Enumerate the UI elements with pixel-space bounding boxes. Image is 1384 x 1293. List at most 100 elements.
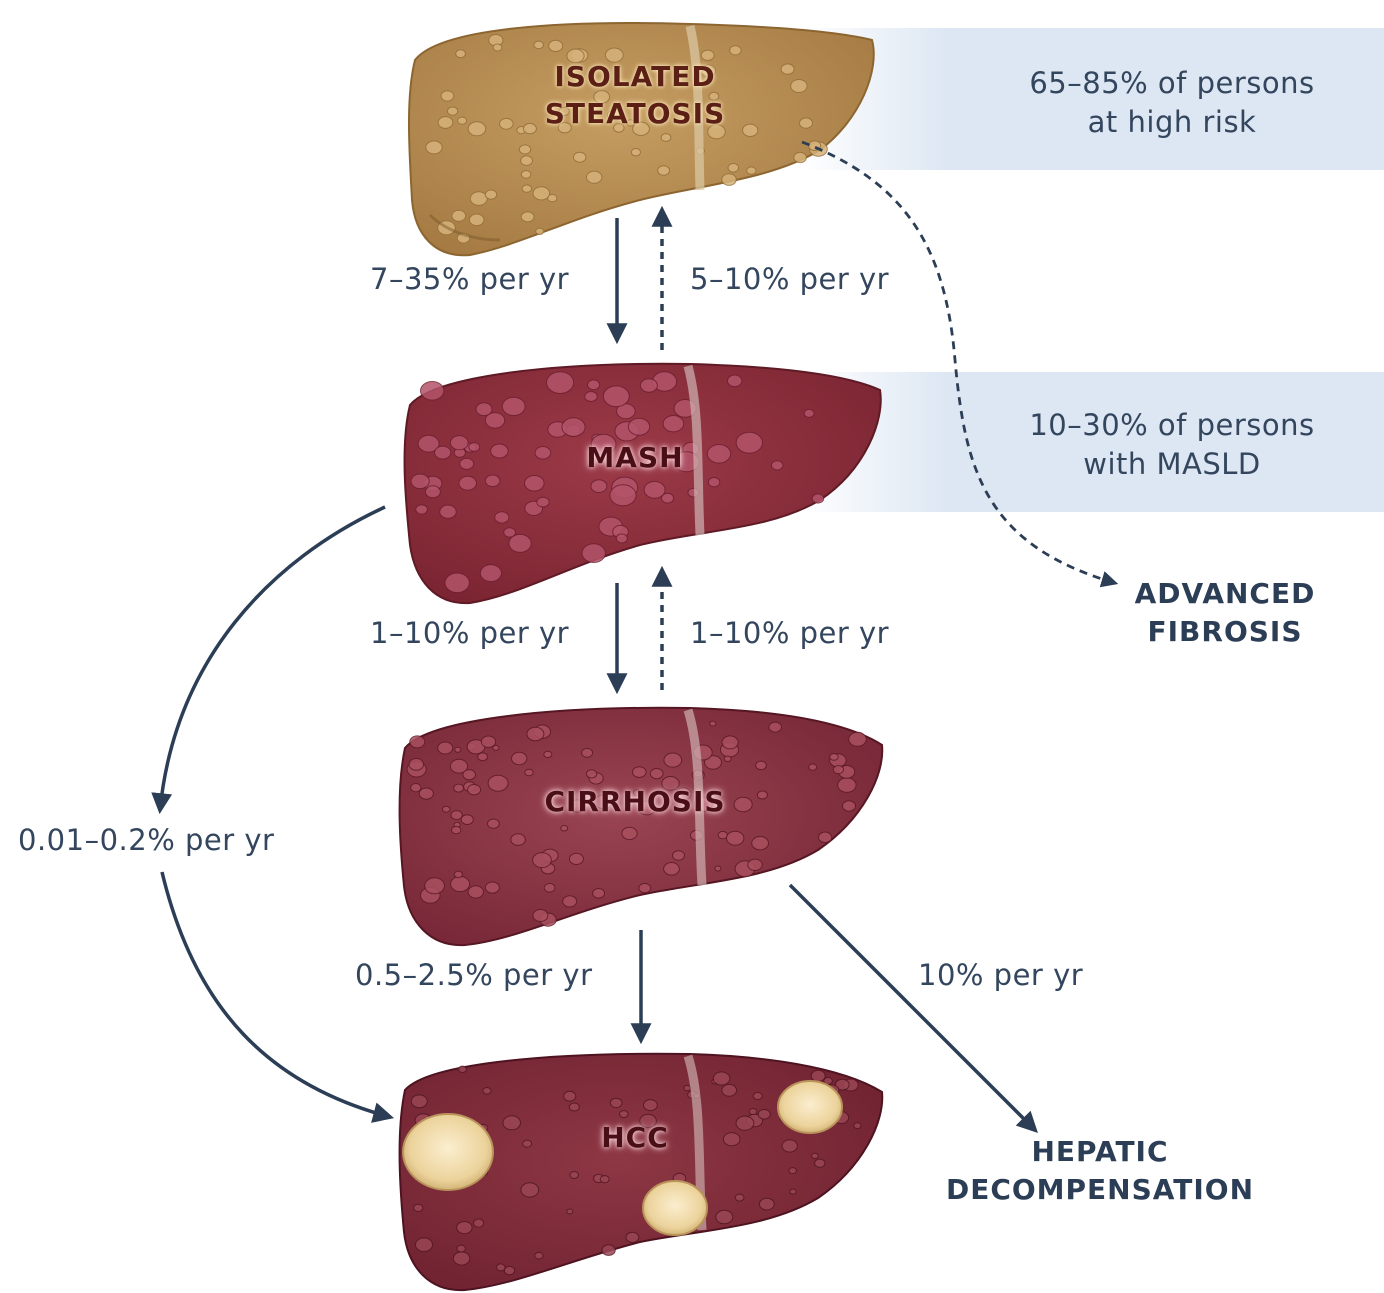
liver-texture-spot bbox=[809, 764, 817, 770]
stage-line: ISOLATED bbox=[490, 58, 780, 95]
liver-texture-spot bbox=[488, 775, 508, 791]
liver-texture-spot bbox=[616, 534, 627, 543]
liver-texture-spot bbox=[481, 736, 495, 747]
liver-texture-spot bbox=[425, 486, 440, 498]
liver-texture-spot bbox=[728, 164, 739, 173]
rate-cirrhosis-to-mash: 1–10% per yr bbox=[690, 616, 889, 650]
liver-texture-spot bbox=[533, 910, 548, 922]
liver-texture-spot bbox=[504, 1266, 514, 1274]
liver-texture-spot bbox=[658, 166, 670, 176]
liver-texture-spot bbox=[723, 1133, 740, 1146]
liver-texture-spot bbox=[708, 478, 720, 487]
liver-texture-spot bbox=[535, 1252, 543, 1259]
liver-texture-spot bbox=[782, 1140, 797, 1152]
liver-texture-spot bbox=[730, 46, 742, 55]
liver-texture-spot bbox=[483, 1088, 491, 1095]
liver-texture-spot bbox=[454, 784, 464, 792]
liver-texture-spot bbox=[411, 1095, 427, 1108]
stage-label-mash: MASH bbox=[540, 439, 730, 476]
liver-texture-spot bbox=[474, 1219, 484, 1227]
liver-texture-spot bbox=[673, 851, 685, 861]
liver-texture-spot bbox=[838, 778, 856, 793]
liver-texture-spot bbox=[811, 1070, 825, 1081]
liver-texture-spot bbox=[593, 889, 605, 899]
liver-texture-spot bbox=[457, 1245, 466, 1252]
liver-texture-spot bbox=[512, 752, 527, 764]
liver-texture-spot bbox=[819, 832, 832, 843]
liver-texture-spot bbox=[794, 152, 807, 162]
liver-texture-spot bbox=[664, 863, 680, 876]
liver-texture-spot bbox=[789, 1168, 797, 1174]
liver-texture-spot bbox=[493, 44, 502, 51]
liver-texture-spot bbox=[409, 759, 424, 771]
liver-texture-spot bbox=[561, 825, 568, 831]
liver-texture-spot bbox=[416, 1238, 433, 1252]
liver-texture-spot bbox=[451, 876, 470, 891]
liver-texture-spot bbox=[468, 785, 481, 795]
liver-texture-spot bbox=[456, 50, 466, 58]
liver-texture-spot bbox=[410, 736, 425, 748]
stage-line: STEATOSIS bbox=[490, 95, 780, 132]
liver-texture-spot bbox=[724, 756, 731, 762]
cirrhosis-liver bbox=[400, 708, 883, 945]
liver-texture-spot bbox=[533, 187, 550, 200]
rate-steatosis-to-mash: 7–35% per yr bbox=[370, 262, 569, 296]
liver-texture-spot bbox=[633, 767, 647, 778]
panel-line: with MASLD bbox=[960, 445, 1384, 484]
liver-texture-spot bbox=[758, 1110, 770, 1120]
liver-texture-spot bbox=[416, 505, 428, 514]
liver-texture-spot bbox=[485, 190, 497, 199]
liver-texture-spot bbox=[480, 565, 501, 582]
liver-texture-spot bbox=[756, 761, 767, 770]
liver-texture-spot bbox=[710, 721, 716, 726]
liver-texture-spot bbox=[441, 91, 454, 101]
liver-texture-spot bbox=[661, 134, 671, 142]
risk-panel-text: 65–85% of persons at high risk bbox=[960, 64, 1384, 142]
liver-texture-spot bbox=[438, 117, 453, 129]
liver-texture-spot bbox=[569, 853, 583, 864]
liver-texture-spot bbox=[631, 149, 640, 156]
liver-texture-spot bbox=[722, 1084, 737, 1096]
liver-texture-spot bbox=[536, 228, 544, 234]
liver-texture-spot bbox=[769, 722, 782, 732]
stage-label-hcc: HCC bbox=[560, 1119, 710, 1156]
liver-texture-spot bbox=[519, 145, 530, 154]
liver-texture-spot bbox=[458, 117, 467, 124]
liver-texture-spot bbox=[469, 443, 480, 452]
liver-texture-spot bbox=[425, 878, 445, 894]
liver-texture-spot bbox=[495, 512, 509, 523]
rate-mash-to-cirrhosis: 1–10% per yr bbox=[370, 616, 569, 650]
liver-texture-spot bbox=[447, 107, 457, 115]
liver-texture-spot bbox=[603, 386, 629, 407]
liver-texture-spot bbox=[849, 732, 867, 746]
liver-texture-spot bbox=[451, 811, 462, 820]
liver-texture-spot bbox=[511, 834, 526, 846]
liver-texture-spot bbox=[716, 1210, 733, 1224]
outcome-line: HEPATIC bbox=[910, 1133, 1290, 1171]
liver-texture-spot bbox=[722, 736, 738, 749]
liver-texture-spot bbox=[527, 727, 544, 741]
liver-texture-spot bbox=[440, 505, 457, 518]
liver-texture-spot bbox=[544, 751, 552, 757]
liver-texture-spot bbox=[619, 1111, 628, 1118]
liver-texture-spot bbox=[488, 819, 500, 828]
liver-texture-spot bbox=[438, 742, 453, 754]
tumor-nodule bbox=[778, 1081, 842, 1133]
liver-texture-spot bbox=[450, 436, 468, 450]
rate-cirrhosis-to-hcc: 0.5–2.5% per yr bbox=[355, 958, 593, 992]
liver-texture-spot bbox=[452, 826, 461, 833]
liver-texture-spot bbox=[445, 573, 469, 593]
liver-texture-spot bbox=[509, 534, 531, 552]
tumor-nodule bbox=[643, 1181, 707, 1235]
liver-texture-spot bbox=[663, 416, 684, 432]
liver-texture-spot bbox=[435, 446, 451, 459]
liver-texture-spot bbox=[574, 152, 586, 162]
liver-texture-spot bbox=[525, 769, 533, 776]
liver-texture-spot bbox=[563, 896, 577, 907]
liver-texture-spot bbox=[521, 1183, 539, 1197]
liver-texture-spot bbox=[442, 806, 450, 812]
liver-texture-spot bbox=[753, 1092, 762, 1099]
liver-texture-spot bbox=[544, 884, 555, 893]
stage-label-isolated-steatosis: ISOLATED STEATOSIS bbox=[490, 58, 780, 132]
liver-texture-spot bbox=[459, 1066, 467, 1072]
